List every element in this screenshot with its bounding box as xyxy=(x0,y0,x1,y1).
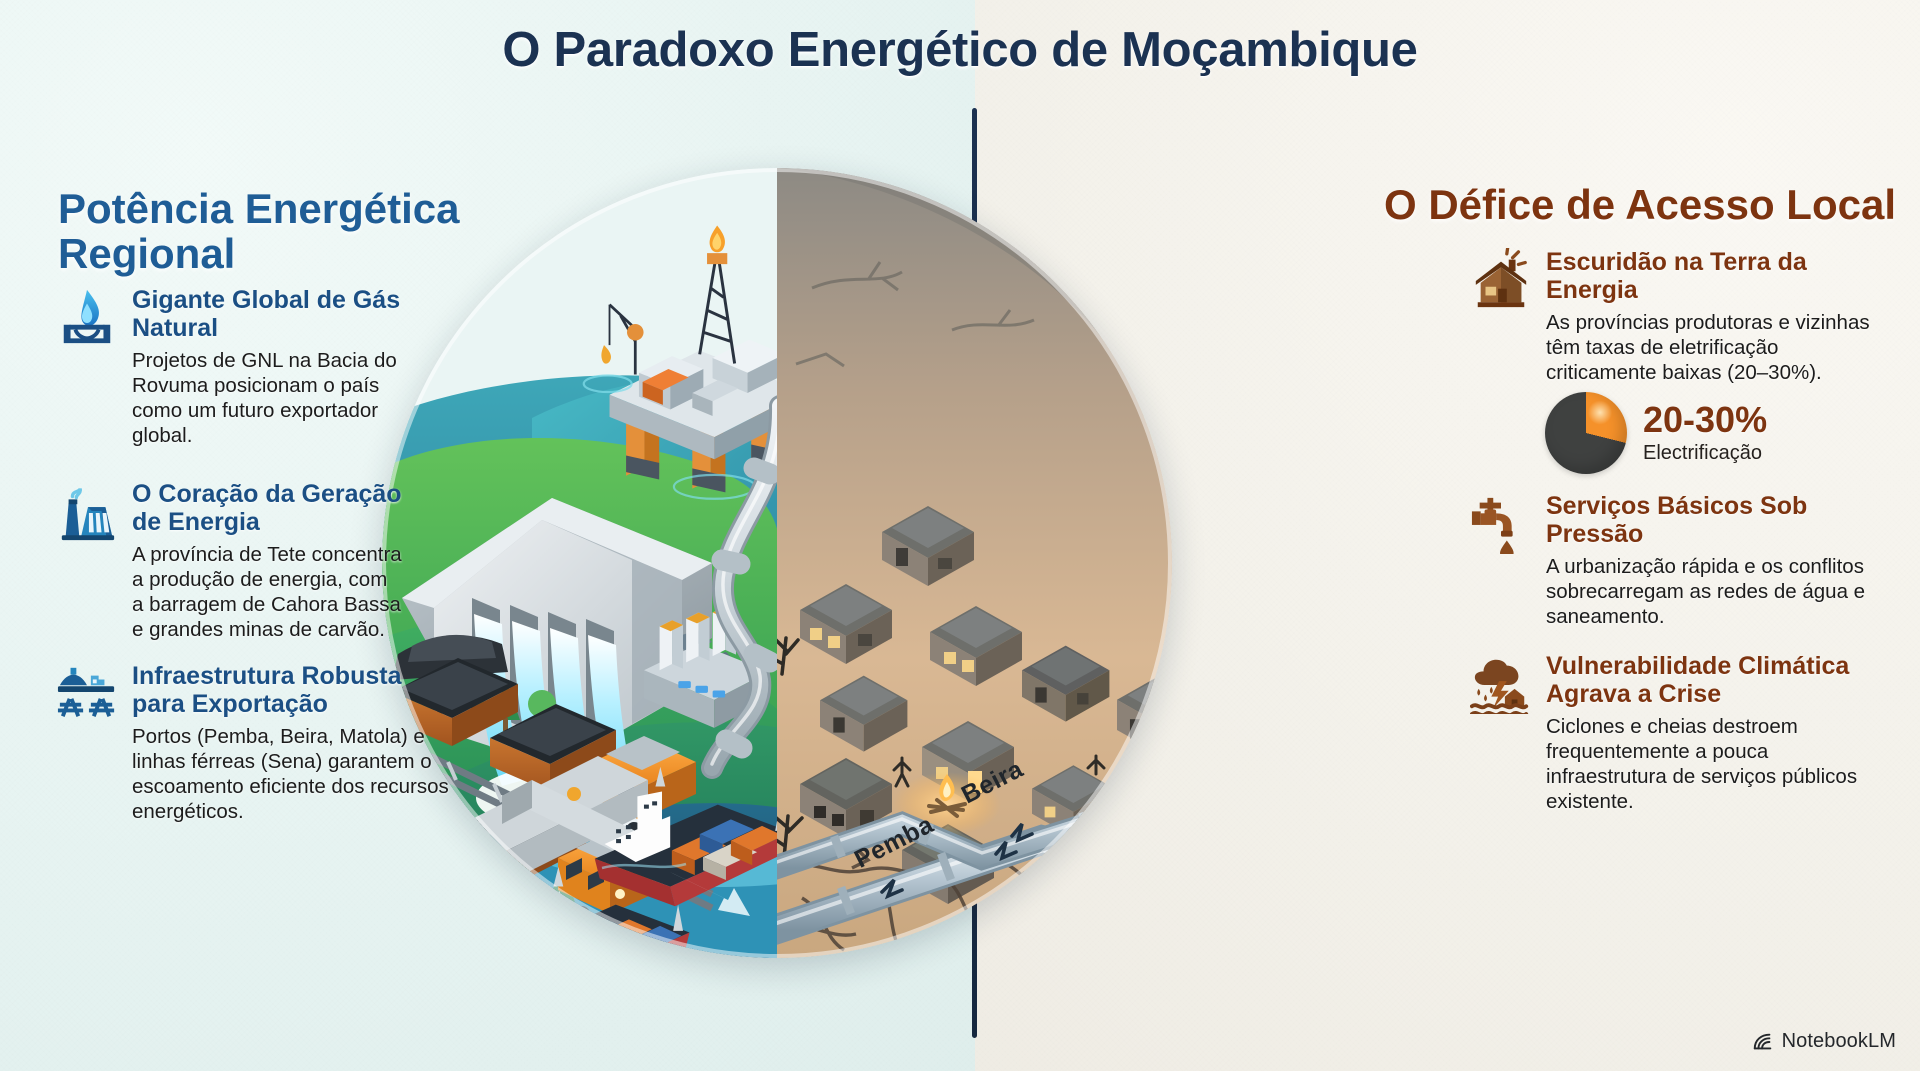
right-feature-3-text: Vulnerabilidade Climática Agrava a Crise… xyxy=(1546,652,1890,814)
export-arrows xyxy=(670,872,762,958)
right-feature-2-body: A urbanização rápida e os conflitos sobr… xyxy=(1546,554,1866,628)
storm-flood-house-icon xyxy=(1470,659,1529,714)
left-feature-2-body: A província de Tete concentra a produção… xyxy=(132,542,402,641)
left-scene xyxy=(382,168,777,958)
left-feature-1-text: Gigante Global de Gás Natural Projetos d… xyxy=(132,286,404,448)
illustration-svg xyxy=(382,168,1172,958)
electrification-stat-text: 20-30% Electrificação xyxy=(1643,398,1768,465)
right-feature-2: Serviços Básicos Sob Pressão A urbanizaç… xyxy=(1470,492,1890,629)
power-plant-dam-icon xyxy=(61,487,115,541)
right-feature-3-title: Vulnerabilidade Climática Agrava a Crise xyxy=(1546,652,1850,709)
right-feature-1-title: Escuridão na Terra da Energia xyxy=(1546,248,1807,305)
right-feature-1: Escuridão na Terra da Energia As provínc… xyxy=(1470,248,1890,385)
left-column-heading: Potência Energética Regional xyxy=(58,185,460,278)
villagers xyxy=(892,754,1106,788)
right-feature-3: Vulnerabilidade Climática Agrava a Crise… xyxy=(1470,652,1890,814)
page-title: O Paradoxo Energético de Moçambique xyxy=(502,23,1418,77)
left-feature-3-body: Portos (Pemba, Beira, Matola) e linhas f… xyxy=(132,724,449,823)
watermark: NotebookLM xyxy=(1752,1030,1896,1053)
right-feature-1-body: As províncias produtoras e vizinhas têm … xyxy=(1546,310,1870,384)
central-illustration: Pemba Beira xyxy=(382,168,1172,958)
house-no-power-icon xyxy=(1475,248,1527,308)
watermark-label: NotebookLM xyxy=(1781,1030,1896,1052)
left-feature-3: Infraestrutura Robusta para Exportação P… xyxy=(56,662,456,824)
left-feature-2-title: O Coração da Geração de Energia xyxy=(132,480,402,537)
electrification-value: 20-30% xyxy=(1643,398,1768,440)
right-feature-1-text: Escuridão na Terra da Energia As provínc… xyxy=(1546,248,1890,385)
left-feature-1: Gigante Global de Gás Natural Projetos d… xyxy=(56,286,404,448)
gas-pipeline xyxy=(701,395,777,779)
water-tap-drip-icon xyxy=(1471,497,1514,554)
left-feature-2: O Coração da Geração de Energia A provín… xyxy=(56,480,404,642)
left-feature-2-text: O Coração da Geração de Energia A provín… xyxy=(132,480,404,642)
right-feature-3-body: Ciclones e cheias destroem frequentement… xyxy=(1546,714,1858,813)
left-feature-1-body: Projetos de GNL na Bacia do Rovuma posic… xyxy=(132,348,397,447)
electrification-stat: 20-30% Electrificação xyxy=(1545,392,1767,474)
dead-trees xyxy=(777,636,804,860)
left-feature-1-title: Gigante Global de Gás Natural xyxy=(132,286,401,343)
right-feature-2-text: Serviços Básicos Sob Pressão A urbanizaç… xyxy=(1546,492,1890,629)
right-feature-2-title: Serviços Básicos Sob Pressão xyxy=(1546,492,1808,549)
left-feature-3-title: Infraestrutura Robusta para Exportação xyxy=(132,662,402,719)
gas-flame-burner-icon xyxy=(63,289,111,344)
electrification-label: Electrificação xyxy=(1643,441,1762,464)
left-feature-3-text: Infraestrutura Robusta para Exportação P… xyxy=(132,662,456,824)
notebooklm-spiral-icon xyxy=(1753,1033,1771,1049)
right-column-heading: O Défice de Acesso Local xyxy=(1384,181,1896,228)
port-ship-rail-icon xyxy=(57,667,115,717)
electrification-pie-chart xyxy=(1545,392,1627,474)
